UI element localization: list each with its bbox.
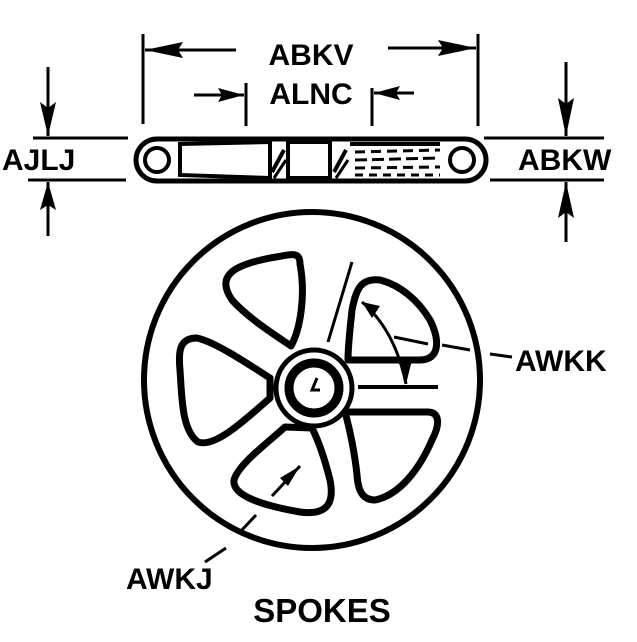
center-mark-icon <box>309 377 320 392</box>
spoke-window-upper-right <box>344 276 441 364</box>
label-abkw: ABKW <box>518 144 612 177</box>
dimension-ajlj: AJLJ <box>2 67 128 236</box>
wheel-rim <box>141 209 483 551</box>
dimension-abkv: ABKV <box>141 34 480 126</box>
dimension-awkj: AWKJ <box>126 464 302 596</box>
spoke-window-left <box>175 334 274 447</box>
right-spoke-section <box>350 142 441 177</box>
hub-section <box>286 140 332 180</box>
left-rim-section <box>143 146 171 174</box>
label-abkv: ABKV <box>268 39 353 72</box>
label-awkj: AWKJ <box>126 563 213 596</box>
right-rim-section <box>448 146 476 174</box>
label-alnc: ALNC <box>269 78 352 111</box>
dimension-awkk: AWKK <box>326 261 607 389</box>
label-ajlj: AJLJ <box>2 144 75 177</box>
hub-inner <box>284 358 344 418</box>
side-view-outline <box>133 136 489 184</box>
dimension-abkw: ABKW <box>484 62 612 242</box>
spoke-window-lower-right <box>341 408 441 504</box>
front-view: AWKK AWKJ <box>126 209 607 596</box>
hub-hatching-right <box>332 149 350 179</box>
hub-outer <box>273 347 355 429</box>
spoke-window-upper-left <box>222 251 306 350</box>
figure-title: SPOKES <box>253 592 391 629</box>
left-spoke-section <box>178 139 272 181</box>
spoke-window-lower-left <box>230 423 335 517</box>
hub-hatching-left <box>270 149 288 179</box>
dimension-alnc: ALNC <box>194 78 414 126</box>
side-view <box>133 136 489 184</box>
label-awkk: AWKK <box>515 345 607 378</box>
